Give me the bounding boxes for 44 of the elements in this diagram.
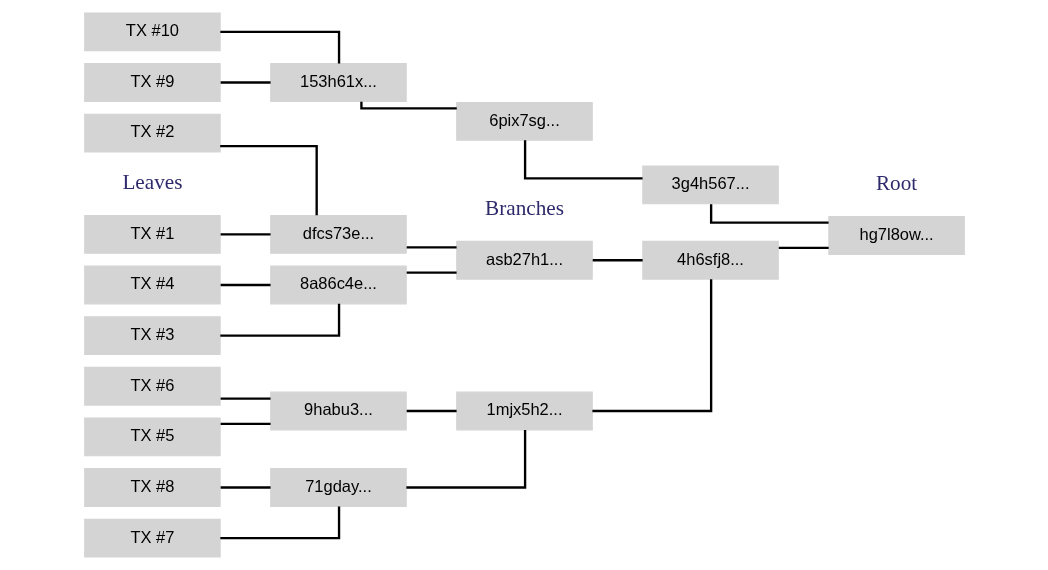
connector xyxy=(523,140,643,180)
node-box: dfcs73e... xyxy=(269,214,407,254)
connector xyxy=(709,204,829,224)
node-box: TX #10 xyxy=(83,12,221,52)
node-box: asb27h1... xyxy=(455,240,593,280)
node-box: 9habu3... xyxy=(269,391,407,431)
connector xyxy=(220,233,271,236)
node-box: 8a86c4e... xyxy=(269,265,407,305)
connector xyxy=(406,271,457,274)
connector xyxy=(220,486,271,489)
node-box: TX #1 xyxy=(83,214,221,254)
connector xyxy=(406,409,457,413)
connector xyxy=(220,397,271,400)
node-box: TX #8 xyxy=(83,468,221,507)
connector xyxy=(592,259,643,262)
node-box: TX #4 xyxy=(83,265,221,305)
node-box: 4h6sfj8... xyxy=(641,240,779,280)
node-box: hg7l8ow... xyxy=(827,216,965,255)
connector xyxy=(219,506,340,540)
node-box: 71gday... xyxy=(269,468,407,507)
connector xyxy=(406,246,457,249)
node-box: 3g4h567... xyxy=(641,165,779,205)
connector xyxy=(220,283,271,287)
label: Leaves xyxy=(121,169,182,194)
label: Root xyxy=(875,171,917,196)
node-box: TX #5 xyxy=(83,417,221,457)
connector xyxy=(220,422,271,426)
connector xyxy=(219,144,318,216)
node-box: TX #6 xyxy=(83,366,221,406)
label: Branches xyxy=(484,195,564,220)
connector xyxy=(405,429,526,489)
node-box: 153h61x... xyxy=(269,63,407,102)
connector xyxy=(219,303,340,337)
connector xyxy=(591,279,712,413)
connector xyxy=(219,30,340,64)
connector xyxy=(359,101,457,110)
node-box: 6pix7sg... xyxy=(455,101,593,141)
node-box: TX #9 xyxy=(83,63,221,102)
connector xyxy=(778,246,829,250)
node-box: 1mjx5h2... xyxy=(455,391,593,431)
node-box: TX #7 xyxy=(83,518,221,558)
node-box: TX #3 xyxy=(83,316,221,356)
connector xyxy=(220,81,271,84)
node-box: TX #2 xyxy=(83,113,221,153)
